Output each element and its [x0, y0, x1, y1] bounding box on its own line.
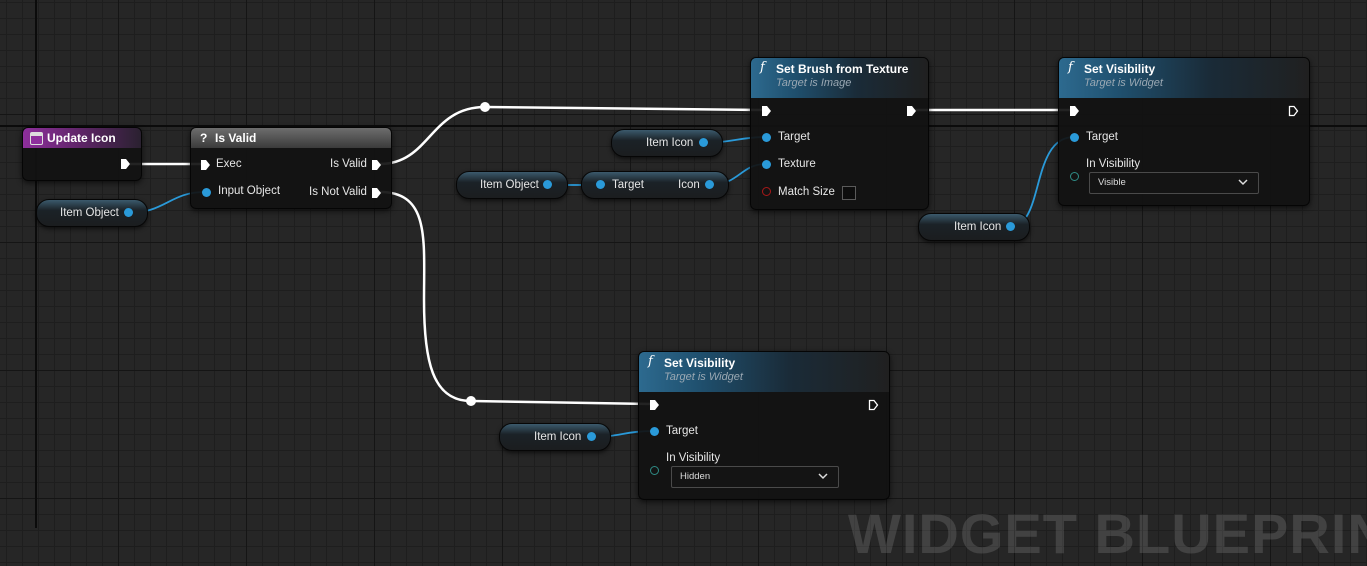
event-icon: [30, 132, 43, 145]
exec-out-pin-icon[interactable]: [371, 159, 382, 171]
visibility-dropdown-value: Visible: [1098, 177, 1126, 188]
pin-label-is-valid: Is Valid: [330, 158, 367, 170]
variable-label: Item Icon: [646, 137, 694, 149]
variable-label: Item Icon: [534, 431, 582, 443]
function-node-set-brush-from-texture[interactable]: f Set Brush from Texture Target is Image…: [750, 57, 929, 210]
visibility-dropdown[interactable]: Visible: [1089, 172, 1259, 194]
pin-label-target: Target: [612, 179, 644, 191]
exec-out-pin-icon[interactable]: [868, 399, 879, 411]
enum-pin-icon[interactable]: [650, 466, 659, 475]
exec-wire-knot-to-setvis-bottom: [470, 399, 654, 406]
chevron-down-icon: [1238, 179, 1248, 186]
variable-item-icon[interactable]: Item Icon: [918, 213, 1030, 241]
event-node-update-icon[interactable]: Update Icon: [22, 127, 142, 181]
variable-label: Item Object: [60, 207, 119, 219]
macro-node-title: Is Valid: [215, 131, 257, 145]
function-node-subtitle: Target is Widget: [1084, 77, 1163, 89]
pin-label-in-visibility: In Visibility: [666, 452, 721, 464]
exec-out-pin-icon[interactable]: [1288, 105, 1299, 117]
object-pin-icon[interactable]: [124, 208, 133, 217]
variable-item-icon[interactable]: Item Icon: [611, 129, 723, 157]
chevron-down-icon: [818, 473, 828, 480]
pin-label-match-size: Match Size: [778, 186, 835, 198]
function-node-subtitle: Target is Image: [776, 77, 852, 89]
function-node-header: f Set Visibility Target is Widget: [639, 352, 889, 392]
graph-origin-vertical-axis: [35, 0, 37, 528]
graph-type-watermark: WIDGET BLUEPRINT: [848, 502, 1367, 565]
pin-label-is-not-valid: Is Not Valid: [309, 186, 367, 198]
visibility-dropdown[interactable]: Hidden: [671, 466, 839, 488]
function-node-header: f Set Brush from Texture Target is Image: [751, 58, 928, 98]
object-pin-icon[interactable]: [650, 427, 659, 436]
variable-label: Item Icon: [954, 221, 1002, 233]
reroute-knot-bottom[interactable]: [466, 396, 476, 406]
exec-pin-icon[interactable]: [120, 158, 131, 170]
reroute-knot-top[interactable]: [480, 102, 490, 112]
object-pin-icon[interactable]: [1006, 222, 1015, 231]
event-node-title: Update Icon: [47, 131, 116, 145]
object-pin-icon[interactable]: [762, 133, 771, 142]
exec-wire-knot-to-setbrush: [484, 105, 766, 112]
pin-label-target: Target: [1086, 131, 1118, 143]
enum-pin-icon[interactable]: [1070, 172, 1079, 181]
event-node-header: Update Icon: [23, 128, 141, 148]
object-pin-icon[interactable]: [587, 432, 596, 441]
object-pin-icon[interactable]: [1070, 133, 1079, 142]
bool-pin-icon[interactable]: [762, 187, 771, 196]
getter-node-icon[interactable]: Target Icon: [581, 171, 729, 199]
object-pin-icon[interactable]: [705, 180, 714, 189]
function-node-title: Set Brush from Texture: [776, 62, 909, 76]
variable-item-object[interactable]: Item Object: [456, 171, 568, 199]
question-icon: ?: [200, 131, 208, 145]
object-pin-icon[interactable]: [543, 180, 552, 189]
object-pin-icon[interactable]: [699, 138, 708, 147]
variable-item-icon[interactable]: Item Icon: [499, 423, 611, 451]
function-node-header: f Set Visibility Target is Widget: [1059, 58, 1309, 98]
function-icon: f: [1068, 60, 1073, 75]
variable-item-object[interactable]: Item Object: [36, 199, 148, 227]
pin-label-target: Target: [778, 131, 810, 143]
object-pin-icon[interactable]: [202, 188, 211, 197]
exec-in-pin-icon[interactable]: [200, 159, 211, 171]
match-size-checkbox[interactable]: [842, 186, 856, 200]
function-node-title: Set Visibility: [1084, 62, 1156, 76]
exec-wire-isvalid-to-knot: [379, 105, 486, 166]
pin-label-texture: Texture: [778, 158, 816, 170]
pin-label-target: Target: [666, 425, 698, 437]
function-node-set-visibility-hidden[interactable]: f Set Visibility Target is Widget Target…: [638, 351, 890, 500]
function-icon: f: [760, 60, 765, 75]
exec-out-pin-icon[interactable]: [906, 105, 917, 117]
graph-origin-horizontal-axis: [0, 125, 1367, 127]
function-node-title: Set Visibility: [664, 356, 736, 370]
function-node-set-visibility-visible[interactable]: f Set Visibility Target is Widget Target…: [1058, 57, 1310, 206]
variable-label: Item Object: [480, 179, 539, 191]
exec-wire-notvalid-to-knot: [379, 190, 472, 403]
exec-in-pin-icon[interactable]: [649, 399, 660, 411]
macro-node-is-valid[interactable]: ? Is Valid Exec Input Object Is Valid Is…: [190, 127, 392, 209]
exec-in-pin-icon[interactable]: [761, 105, 772, 117]
function-node-subtitle: Target is Widget: [664, 371, 743, 383]
pin-label-icon: Icon: [678, 179, 700, 191]
exec-in-pin-icon[interactable]: [1069, 105, 1080, 117]
macro-node-header: ? Is Valid: [191, 128, 391, 148]
pin-label-in-visibility: In Visibility: [1086, 158, 1141, 170]
object-pin-icon[interactable]: [596, 180, 605, 189]
function-icon: f: [648, 354, 653, 369]
exec-out-pin-icon[interactable]: [371, 187, 382, 199]
visibility-dropdown-value: Hidden: [680, 471, 711, 482]
pin-label-input-object: Input Object: [218, 185, 281, 197]
object-pin-icon[interactable]: [762, 160, 771, 169]
pin-label-exec: Exec: [216, 158, 242, 170]
